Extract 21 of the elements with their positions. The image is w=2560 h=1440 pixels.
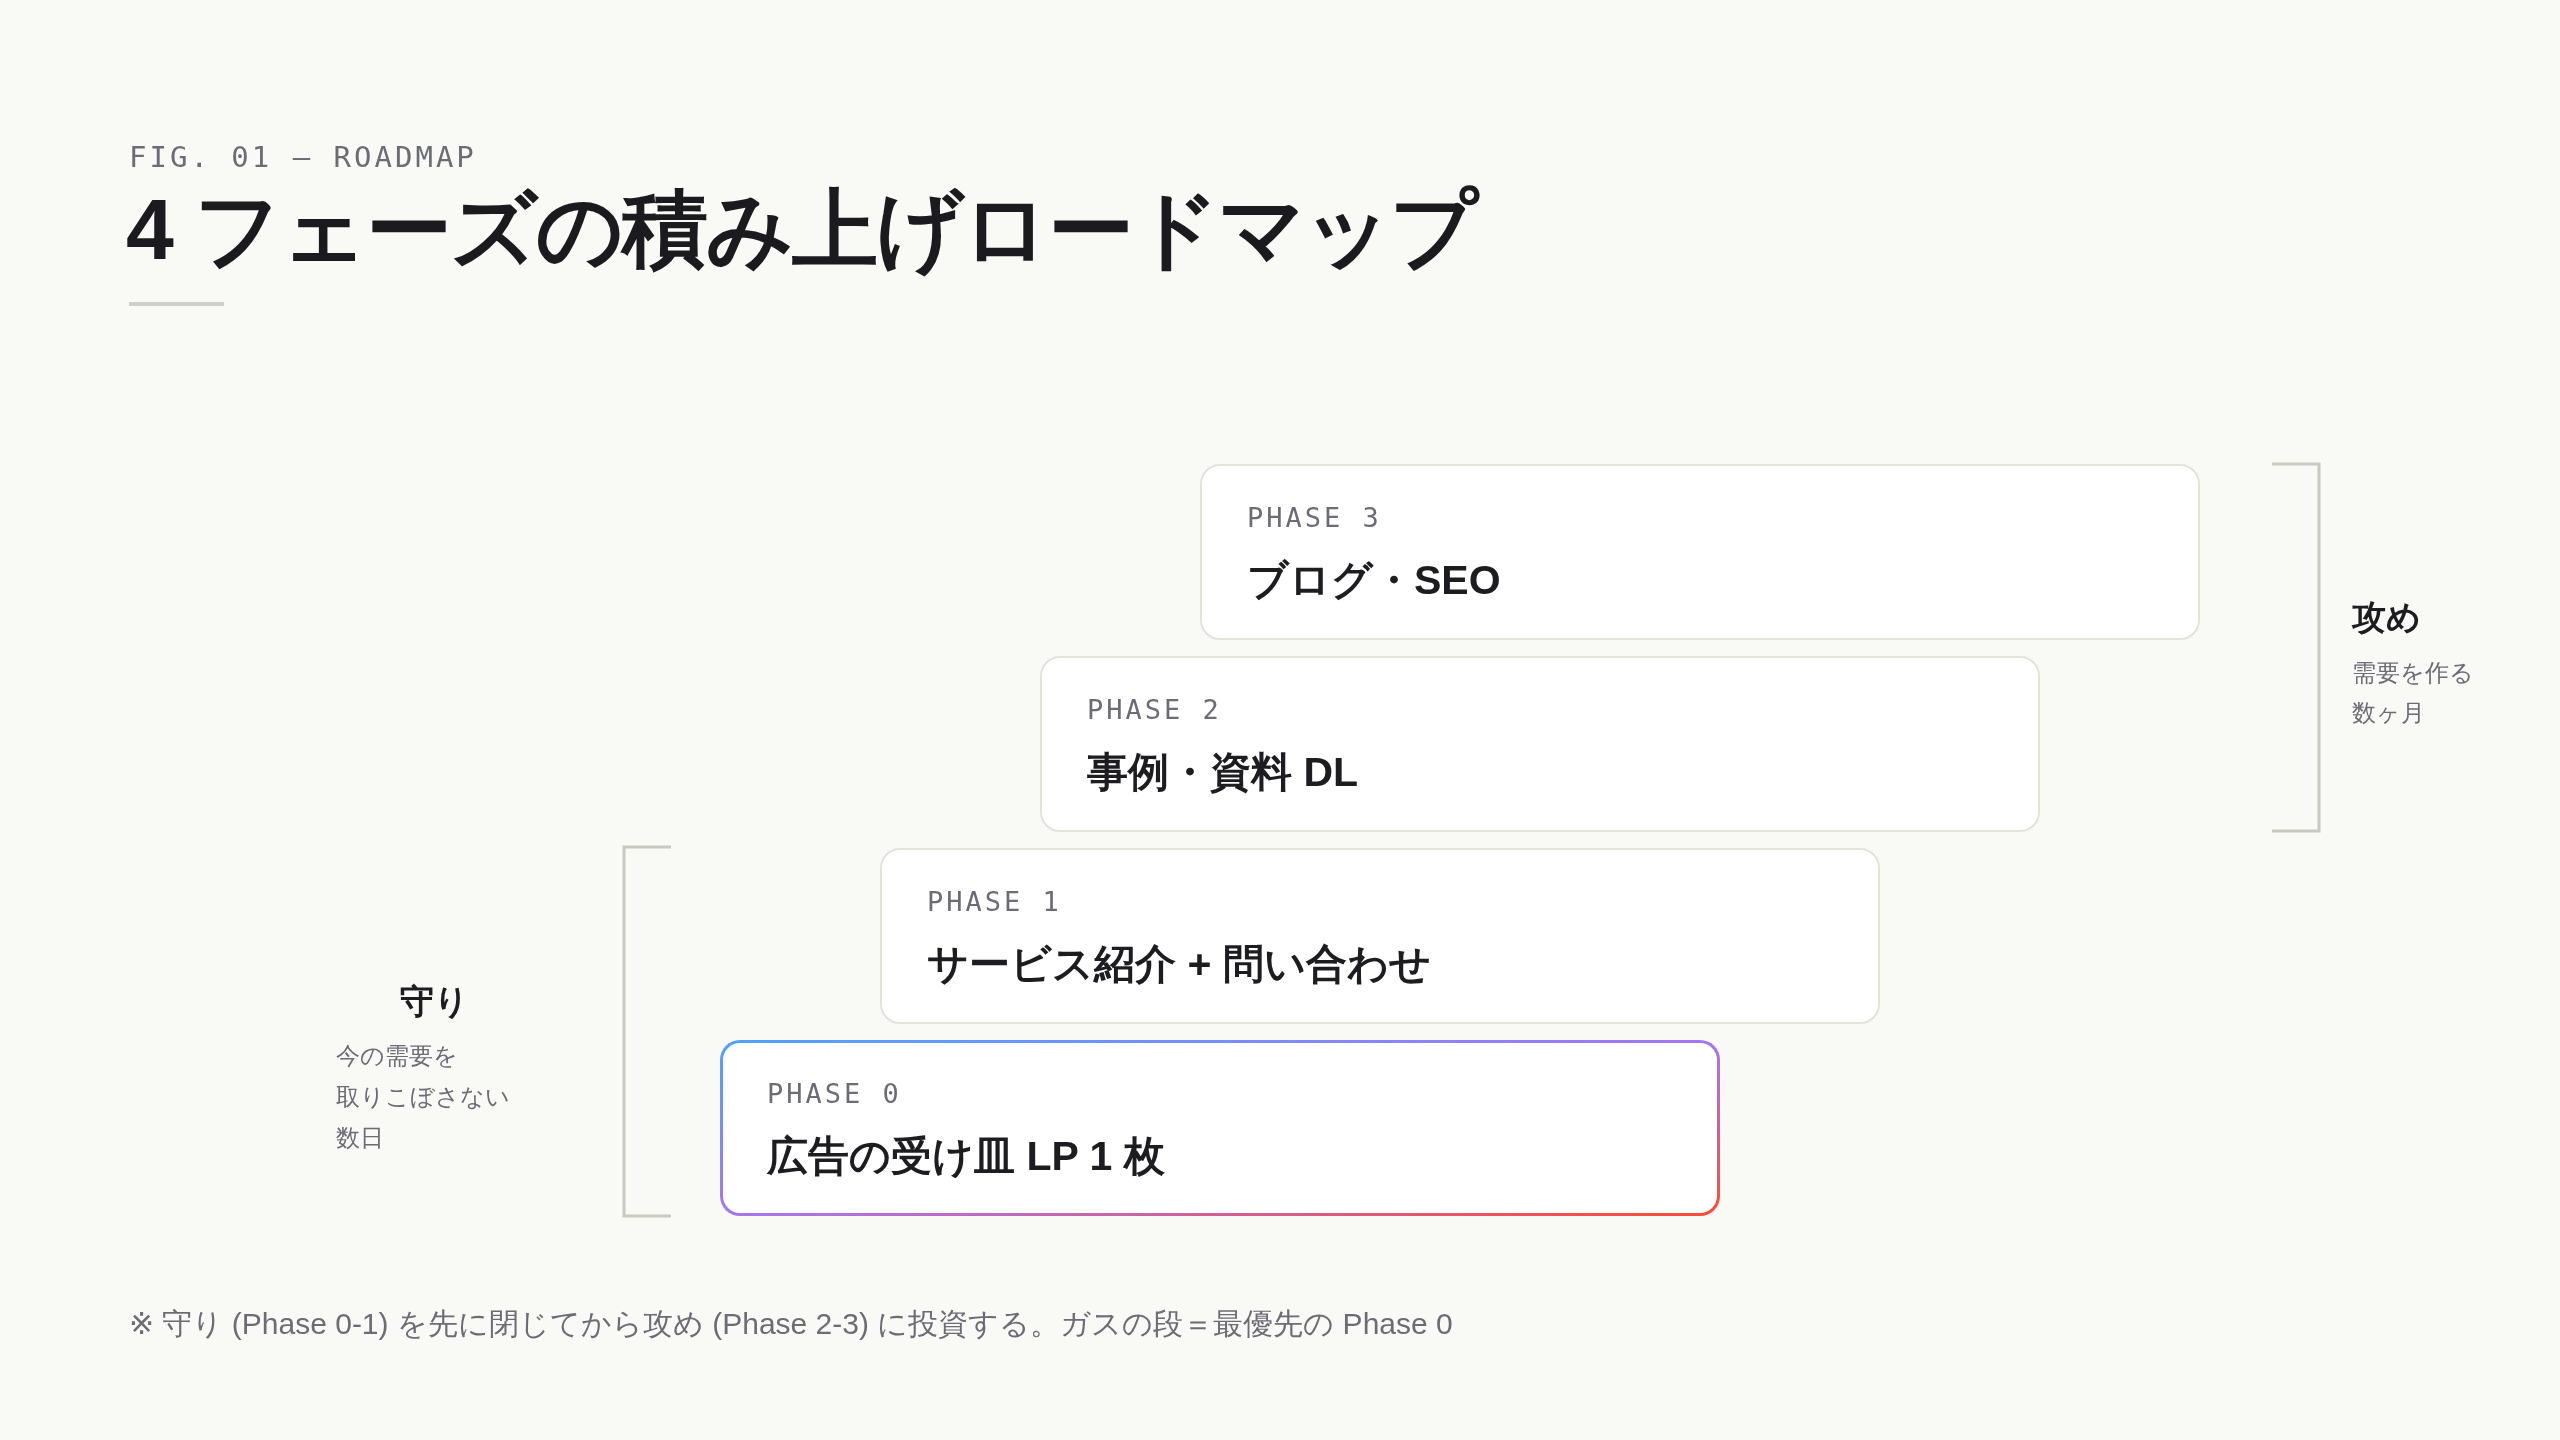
- group-heading: 攻め: [2352, 597, 2421, 638]
- group-heading: 守り: [399, 981, 469, 1022]
- phase-number: PHASE 3: [1247, 501, 1382, 535]
- duration-text: 数ヶ月: [2352, 698, 2425, 728]
- group-description: 取りこぼさない: [336, 1082, 510, 1112]
- phase-number: PHASE 1: [927, 885, 1062, 919]
- phase-number: PHASE 2: [1087, 693, 1222, 727]
- phase-title: ブログ・SEO: [1247, 556, 1501, 605]
- phase-number: PHASE 0: [767, 1077, 902, 1111]
- phase-title: サービス紹介 + 問い合わせ: [927, 940, 1431, 989]
- phase-card: [1040, 656, 2040, 832]
- group-description: 需要を作る: [2352, 658, 2474, 688]
- group-description: 今の需要を: [336, 1041, 458, 1071]
- figure-kicker: FIG. 01 — ROADMAP: [129, 139, 477, 175]
- phase-title: 事例・資料 DL: [1087, 748, 1359, 797]
- footnote: ※ 守り (Phase 0-1) を先に閉じてから攻め (Phase 2-3) に投資する。ガスの段＝最優先の Phase 0: [129, 1306, 1453, 1342]
- phase-card: [1200, 464, 2200, 640]
- phase-card: [880, 848, 1880, 1024]
- duration-text: 数日: [336, 1123, 384, 1153]
- phase-title: 広告の受け皿 LP 1 枚: [767, 1132, 1165, 1181]
- phase-card: [720, 1040, 1720, 1216]
